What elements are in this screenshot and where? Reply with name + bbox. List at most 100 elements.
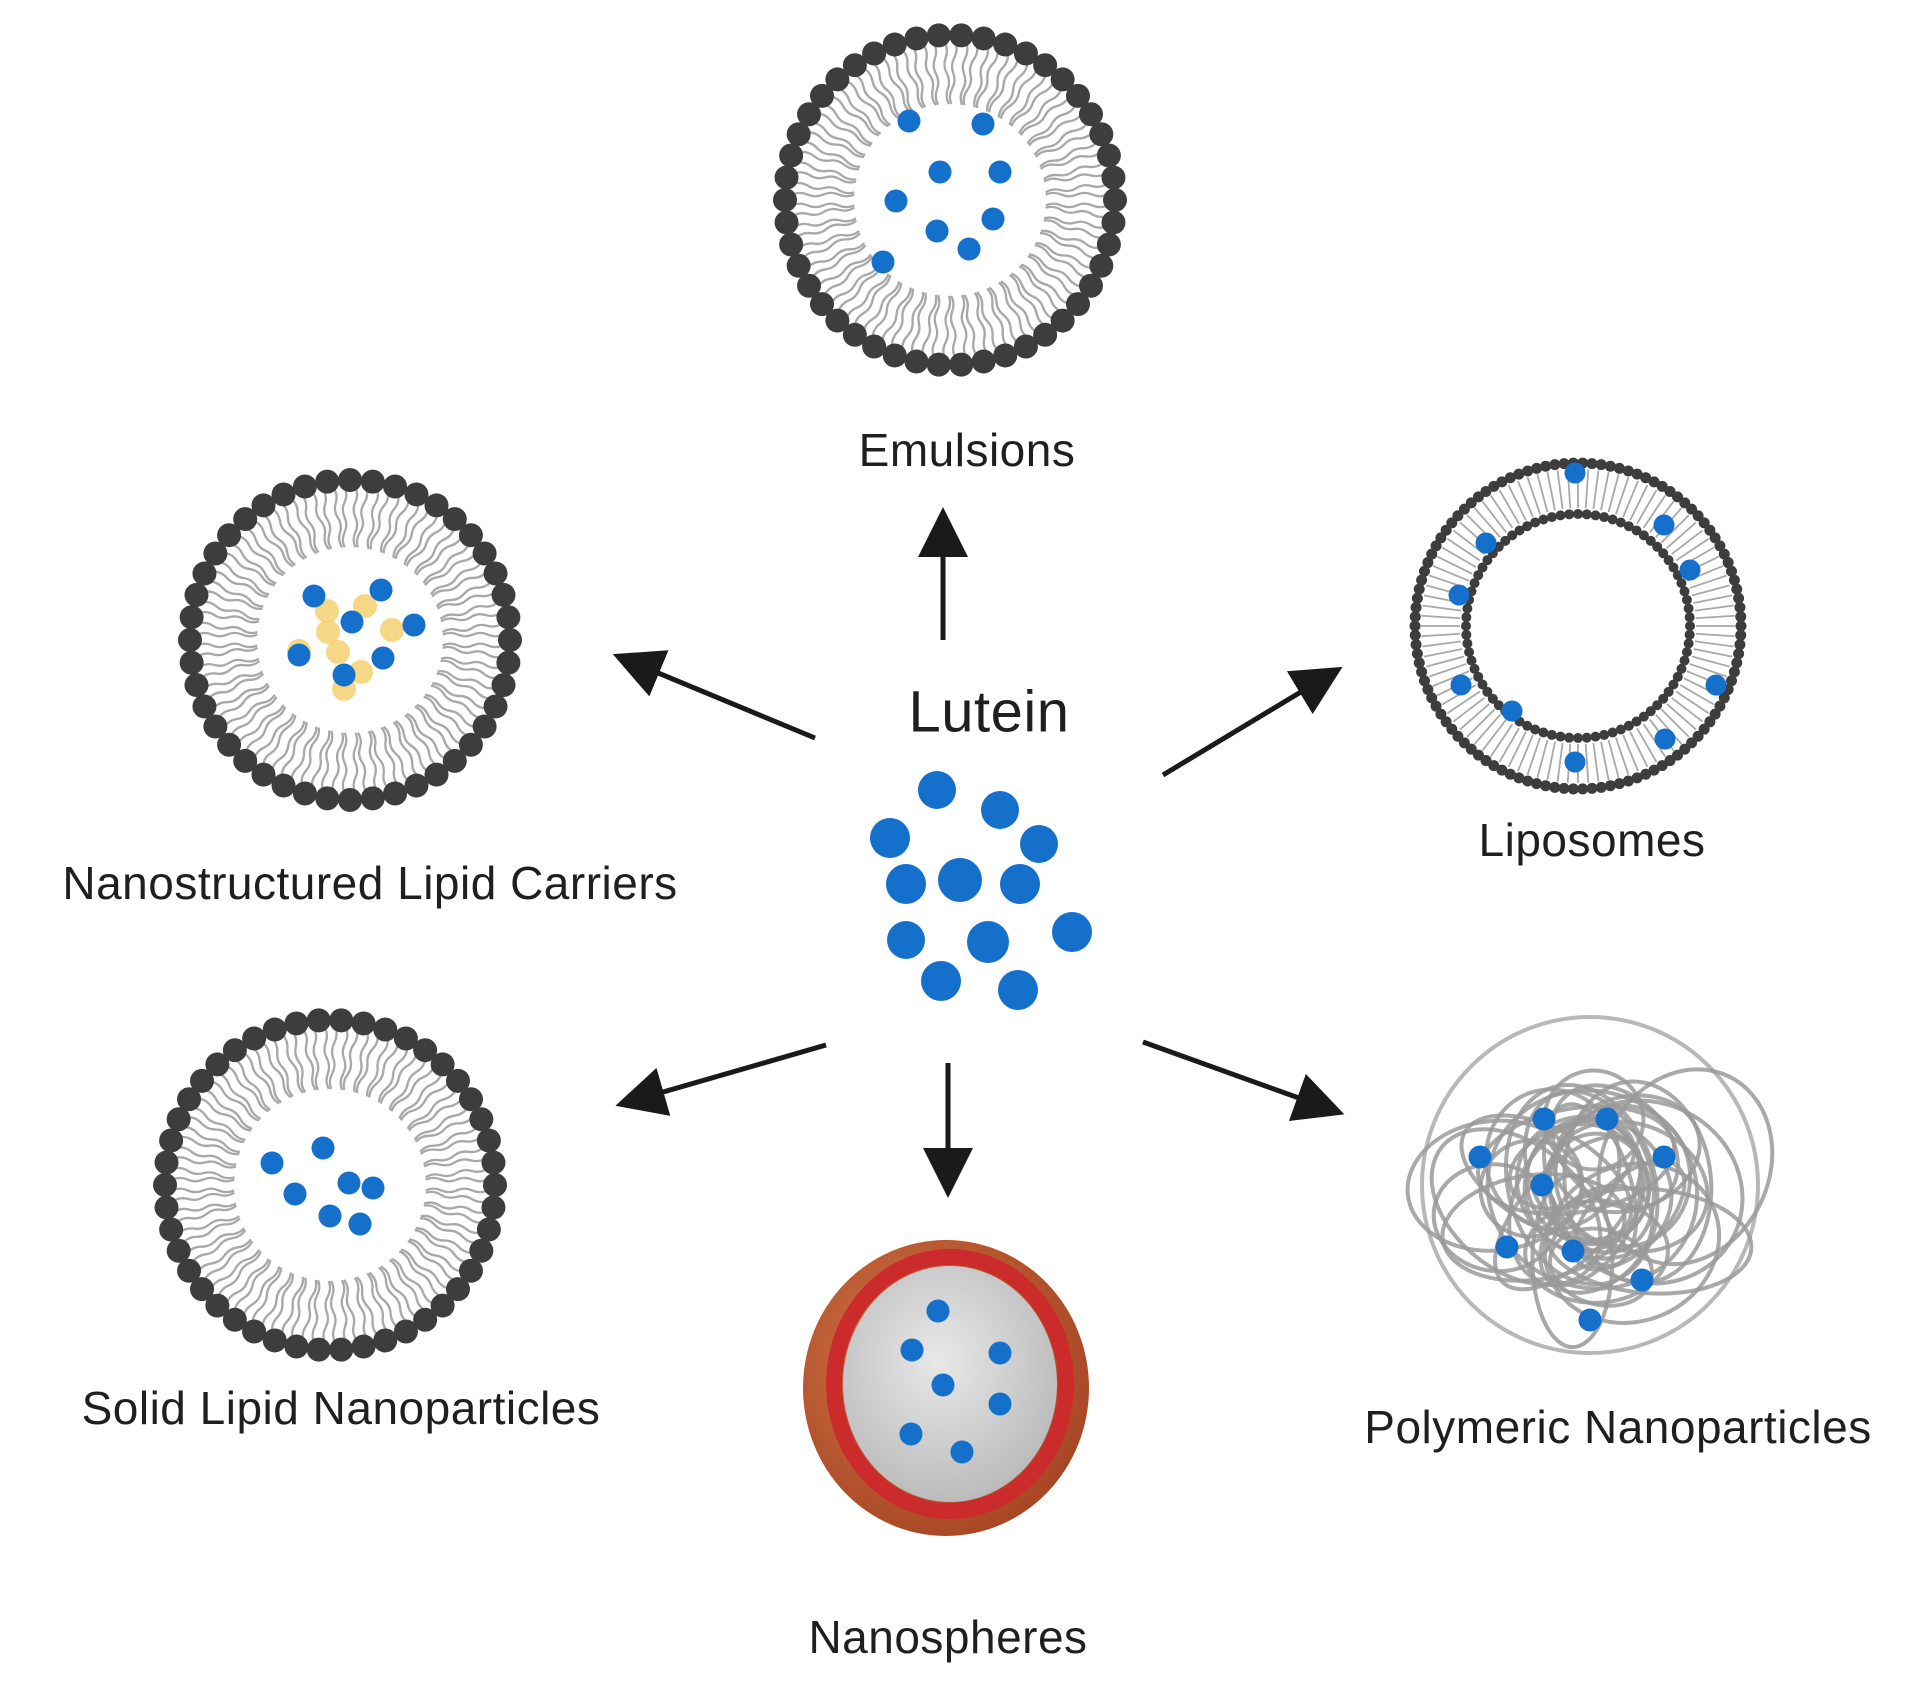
- lipid-tail: [962, 44, 979, 106]
- lipid-head: [774, 165, 799, 190]
- arrow-to-polymeric: [1142, 1039, 1345, 1121]
- lutein-dot: [1561, 1239, 1585, 1263]
- lipid-tail: [823, 255, 874, 296]
- lipid-tail: [1422, 640, 1462, 648]
- lipid-head: [1530, 517, 1541, 528]
- lipid-tail: [881, 56, 912, 114]
- lipid-head: [1461, 629, 1472, 640]
- lipid-tail: [949, 295, 957, 359]
- lipid-tail: [960, 294, 968, 358]
- lipid-tail: [988, 57, 1019, 113]
- lipid-tail: [321, 488, 333, 550]
- lipid-head: [1480, 755, 1492, 767]
- lipid-head: [862, 334, 887, 359]
- lipid-head: [1507, 530, 1518, 541]
- lipid-head: [993, 343, 1018, 368]
- lutein-dot: [1630, 1268, 1654, 1292]
- lipid-head: [1577, 783, 1589, 795]
- lipid-head: [1522, 775, 1534, 787]
- lipid-head: [993, 32, 1018, 57]
- lutein-dot: [337, 1171, 361, 1195]
- lipid-head: [842, 322, 867, 347]
- lipid-head: [1604, 460, 1616, 472]
- lipid-tail: [1671, 529, 1704, 555]
- lipid-tail: [261, 714, 297, 766]
- lipid-head: [205, 1293, 230, 1318]
- emulsion-micelle-icon: [773, 23, 1127, 377]
- lipid-tail: [311, 1279, 321, 1343]
- lipid-tail: [392, 503, 420, 558]
- lipid-tail: [1481, 500, 1507, 533]
- lipid-tail: [300, 727, 321, 786]
- lipid-tail: [985, 53, 1010, 112]
- lipid-head: [203, 541, 228, 566]
- lipid-tail: [405, 520, 448, 567]
- lipid-tail: [301, 1279, 318, 1341]
- lipid-tail: [1507, 484, 1527, 521]
- lipid-tail: [390, 1065, 435, 1112]
- lipid-tail: [1432, 565, 1470, 582]
- lipid-head: [483, 694, 508, 719]
- lipid-head: [1050, 67, 1075, 92]
- lipid-head: [1488, 480, 1500, 492]
- lutein-dot: [950, 1440, 974, 1464]
- nanosphere-icon: [803, 1240, 1089, 1536]
- lipid-tail: [419, 1126, 478, 1153]
- lipid-tail: [213, 570, 268, 598]
- lipid-tail: [323, 1026, 331, 1090]
- lipid-head: [1679, 586, 1690, 597]
- lutein-dot: [402, 613, 426, 637]
- lipid-head: [1656, 480, 1668, 492]
- lipid-head: [1615, 724, 1626, 735]
- lipid-tail: [261, 1041, 292, 1099]
- lipid-head: [1645, 535, 1656, 546]
- lipid-head: [383, 781, 408, 806]
- lipid-head: [1676, 663, 1687, 674]
- lutein-dot: [361, 1176, 385, 1200]
- lipid-head: [1482, 555, 1493, 566]
- lipid-tail: [353, 1031, 370, 1093]
- lipid-tail: [356, 731, 368, 793]
- lutein-dot: [957, 237, 981, 261]
- lipid-head: [1684, 629, 1695, 640]
- lipid-tail: [1536, 474, 1549, 513]
- lipid-tail: [203, 1240, 254, 1281]
- lipid-head: [179, 605, 204, 630]
- lutein-dot: [332, 663, 356, 687]
- lipid-tail: [817, 112, 872, 147]
- lipid-head: [1469, 578, 1480, 589]
- lutein-molecule: [887, 921, 925, 959]
- lipid-head: [498, 628, 522, 652]
- lipid-tail: [845, 273, 890, 320]
- lipid-head: [1664, 485, 1676, 497]
- lipid-head: [496, 650, 521, 675]
- lipid-tail: [1592, 742, 1600, 782]
- lipid-head: [476, 1128, 501, 1153]
- lipid-head: [338, 788, 362, 812]
- lipid-tail: [370, 729, 389, 789]
- lutein-dot: [928, 160, 952, 184]
- lipid-tail: [320, 730, 334, 791]
- lipid-tail: [845, 79, 890, 128]
- lipid-head: [1413, 657, 1425, 669]
- lipid-tail: [430, 561, 483, 596]
- lipid-head: [1718, 692, 1730, 704]
- lutein-molecule: [981, 791, 1019, 829]
- lipid-head: [1418, 565, 1430, 577]
- lipid-head: [217, 732, 242, 757]
- lipid-tail: [1436, 555, 1473, 575]
- lipid-tail: [1695, 632, 1735, 638]
- lipid-tail: [973, 292, 989, 355]
- liposomes-label: Liposomes: [1478, 814, 1706, 866]
- lipid-tail: [178, 1215, 240, 1234]
- lipid-head: [1726, 675, 1738, 687]
- lipid-head: [404, 773, 429, 798]
- lipid-tail: [379, 1052, 418, 1104]
- lipid-tail: [342, 1029, 359, 1091]
- lutein-dot: [988, 1392, 1012, 1416]
- lipid-tail: [171, 1176, 235, 1183]
- lipid-head: [458, 523, 483, 548]
- lipid-tail: [442, 642, 504, 649]
- lipid-tail: [890, 288, 915, 347]
- lipid-tail: [425, 1176, 489, 1183]
